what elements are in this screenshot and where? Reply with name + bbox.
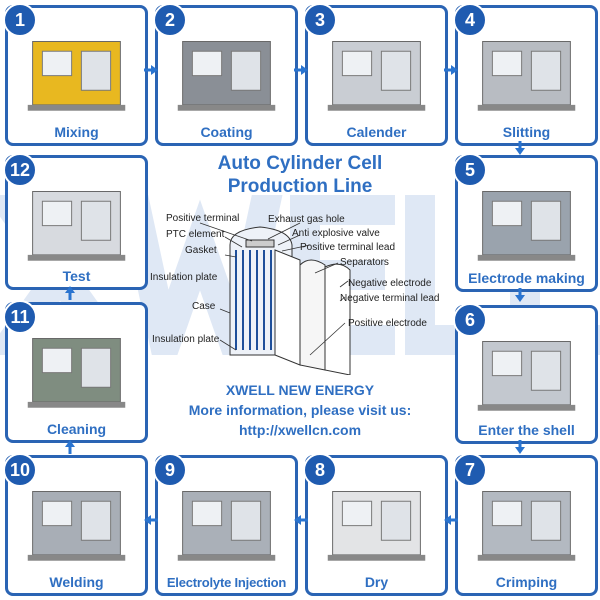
flow-arrow-icon (65, 440, 75, 454)
machine-image (327, 491, 426, 561)
step-label: Coating (200, 124, 253, 140)
label-positive-electrode: Positive electrode (348, 318, 427, 329)
flow-arrow-icon (294, 515, 308, 525)
step-label: Enter the shell (478, 422, 575, 438)
title-line-1: Auto Cylinder Cell (217, 153, 383, 174)
step-box-1: 1 Mixing (3, 3, 148, 146)
step-number-badge: 4 (453, 3, 487, 37)
step-label: Mixing (54, 124, 99, 140)
step-box-12: 12 Test (3, 153, 148, 290)
machine-image (27, 41, 126, 111)
step-number-badge: 6 (453, 303, 487, 337)
machine-image (27, 338, 126, 408)
step-label: Slitting (502, 124, 551, 140)
step-label: Crimping (495, 574, 558, 590)
label-positive-terminal-lead: Positive terminal lead (300, 242, 396, 253)
step-number-badge: 3 (303, 3, 337, 37)
step-box-3: 3 Calender (303, 3, 448, 146)
label-exhaust-gas-hole: Exhaust gas hole (268, 214, 345, 225)
step-box-11: 11 Cleaning (3, 300, 148, 443)
step-number-badge: 5 (453, 153, 487, 187)
flow-arrow-icon (515, 440, 525, 454)
machine-image (327, 41, 426, 111)
label-insulation-plate-top: Insulation plate (150, 272, 218, 283)
flow-arrow-icon (294, 65, 308, 75)
machine-image (477, 491, 576, 561)
label-case: Case (192, 301, 216, 312)
step-label: Calender (346, 124, 407, 140)
title-line-2: Production Line (227, 176, 373, 197)
step-number-badge: 9 (153, 453, 187, 487)
step-box-8: 8 Dry (303, 453, 448, 596)
step-label: Test (62, 268, 91, 284)
step-box-6: 6 Enter the shell (453, 303, 598, 444)
step-box-10: 10 Welding (3, 453, 148, 596)
label-gasket: Gasket (185, 245, 217, 256)
flow-arrow-icon (444, 65, 458, 75)
step-number-badge: 7 (453, 453, 487, 487)
step-box-5: 5 Electrode making (453, 153, 598, 292)
step-label: Dry (364, 574, 389, 590)
flow-arrow-icon (144, 515, 158, 525)
step-box-7: 7 Crimping (453, 453, 598, 596)
step-number-badge: 1 (3, 3, 37, 37)
machine-image (477, 41, 576, 111)
website-link[interactable]: http://xwellcn.com (238, 422, 362, 438)
step-label: Cleaning (46, 421, 107, 437)
step-number-badge: 2 (153, 3, 187, 37)
label-insulation-plate-bottom: Insulation plate (152, 334, 220, 345)
step-label: Electrode making (468, 270, 585, 286)
step-number-badge: 12 (3, 153, 37, 187)
machine-image (177, 491, 276, 561)
machine-image (27, 491, 126, 561)
step-number-badge: 10 (3, 453, 37, 487)
center-title: Auto Cylinder Cell Production Line (150, 152, 450, 198)
step-label: Welding (49, 574, 104, 590)
flow-arrow-icon (515, 288, 525, 302)
step-box-9: 9 Electrolyte Injection (153, 453, 298, 596)
machine-image (477, 191, 576, 261)
step-label: Electrolyte Injection (166, 575, 287, 590)
machine-image (177, 41, 276, 111)
company-name: XWELL NEW ENERGY (225, 382, 375, 398)
label-positive-terminal: Positive terminal (166, 213, 240, 224)
machine-image (477, 341, 576, 411)
flow-arrow-icon (444, 515, 458, 525)
flow-arrow-icon (515, 141, 525, 155)
step-box-2: 2 Coating (153, 3, 298, 146)
step-number-badge: 8 (303, 453, 337, 487)
machine-image (27, 191, 126, 261)
label-ptc-element: PTC element (166, 229, 225, 240)
label-negative-electrode: Negative electrode (348, 278, 432, 289)
label-negative-terminal-lead: Negative terminal lead (340, 293, 440, 304)
label-separators: Separators (340, 257, 389, 268)
step-number-badge: 11 (3, 300, 37, 334)
flow-arrow-icon (65, 286, 75, 300)
label-anti-explosive-valve: Anti explosive valve (292, 228, 380, 239)
flow-arrow-icon (144, 65, 158, 75)
footer-info: XWELL NEW ENERGY More information, pleas… (150, 380, 450, 440)
info-text: More information, please visit us: (188, 402, 412, 418)
cylinder-cell-diagram (199, 222, 351, 375)
step-box-4: 4 Slitting (453, 3, 598, 146)
